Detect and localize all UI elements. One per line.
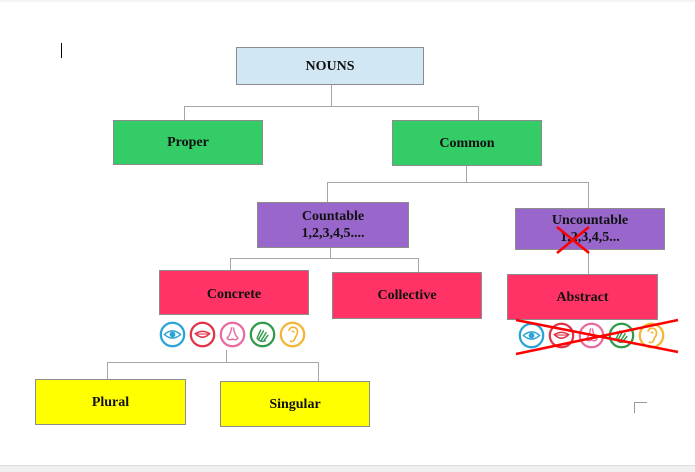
connector <box>466 166 467 182</box>
connector <box>418 258 419 272</box>
connector <box>331 85 332 106</box>
bottom-rule <box>0 465 695 472</box>
connector <box>226 350 227 362</box>
senses-row-concrete <box>159 318 306 352</box>
cross-out-counting <box>556 226 590 254</box>
countable-sublabel: 1,2,3,4,5.... <box>301 226 365 241</box>
proper-box: Proper <box>113 120 263 165</box>
hand-icon <box>249 321 276 348</box>
mouth-icon <box>189 321 216 348</box>
connector <box>327 182 328 202</box>
abstract-box: Abstract <box>507 274 658 320</box>
collective-box: Collective <box>332 272 482 319</box>
singular-box: Singular <box>220 381 370 427</box>
connector <box>478 106 479 120</box>
cross-line <box>556 226 590 254</box>
singular-label: Singular <box>269 396 321 412</box>
nouns-box: NOUNS <box>236 47 424 85</box>
connector <box>184 106 479 107</box>
proper-label: Proper <box>167 135 209 150</box>
text-cursor <box>61 43 62 58</box>
collective-label: Collective <box>377 288 437 303</box>
countable-box: Countable 1,2,3,4,5.... <box>257 202 409 248</box>
connector <box>107 362 108 379</box>
nouns-label: NOUNS <box>305 58 355 74</box>
nose-icon <box>219 321 246 348</box>
eye-icon <box>159 321 186 348</box>
corner-mark <box>634 402 647 413</box>
connector <box>318 362 319 381</box>
concrete-box: Concrete <box>159 270 309 315</box>
common-box: Common <box>392 120 542 166</box>
connector <box>107 362 319 363</box>
plural-label: Plural <box>91 394 130 410</box>
common-label: Common <box>439 135 495 151</box>
cross-line <box>515 318 679 354</box>
countable-label: Countable <box>301 209 365 224</box>
top-rule <box>0 0 695 2</box>
connector <box>327 182 589 183</box>
ear-icon <box>279 321 306 348</box>
connector <box>184 106 185 120</box>
uncountable-label: Uncountable <box>551 213 629 228</box>
cross-out-senses <box>515 318 679 356</box>
plural-box: Plural <box>35 379 186 425</box>
connector <box>330 248 331 258</box>
concrete-label: Concrete <box>206 287 262 302</box>
uncountable-box: Uncountable 1,2,3,4,5... <box>515 208 665 250</box>
connector <box>588 182 589 208</box>
connector <box>230 258 231 270</box>
abstract-label: Abstract <box>556 289 609 305</box>
connector <box>588 250 589 274</box>
connector <box>230 258 419 259</box>
